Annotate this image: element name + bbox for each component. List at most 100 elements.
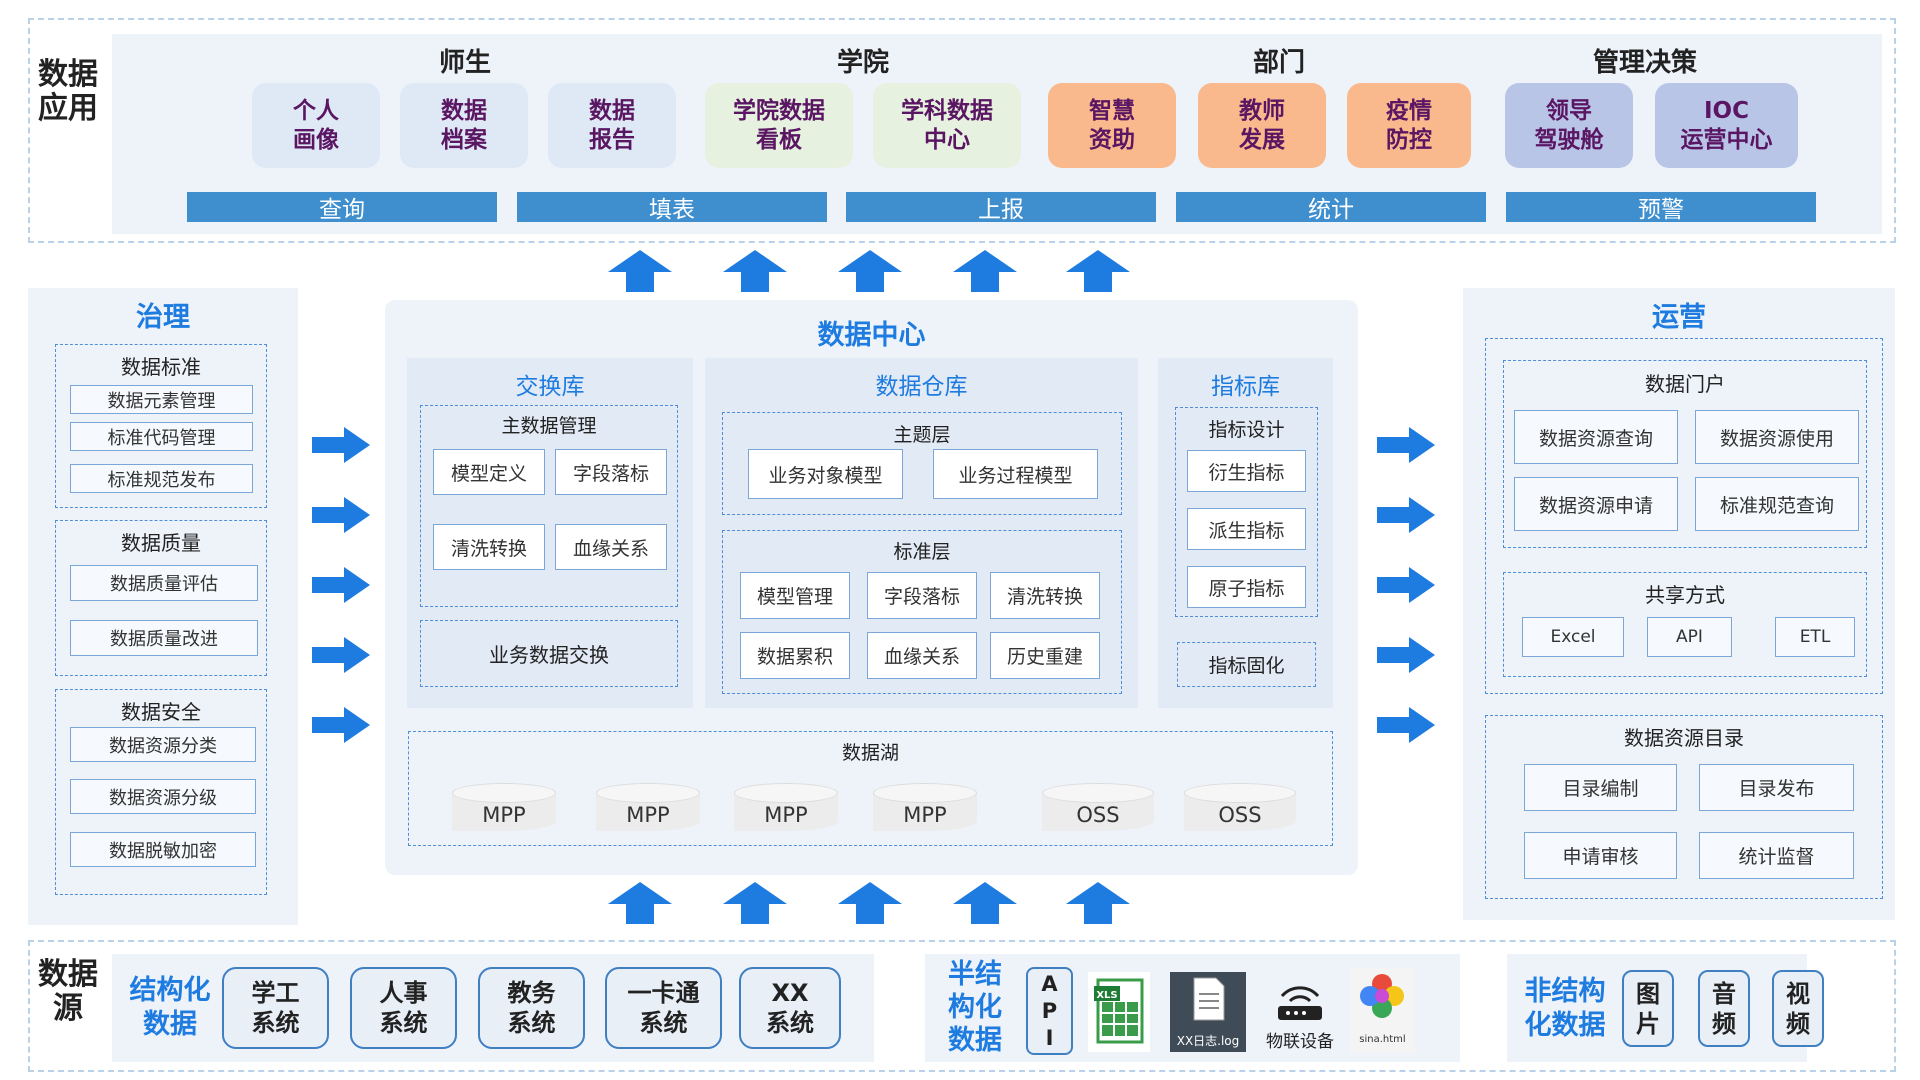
- source-system-card[interactable]: 教务 系统: [478, 967, 585, 1049]
- warehouse-item[interactable]: 数据累积: [740, 632, 850, 679]
- share-item[interactable]: API: [1647, 617, 1732, 657]
- right-arrow-icon: [312, 567, 370, 603]
- right-arrow-icon: [312, 497, 370, 533]
- governance-security-title: 数据安全: [121, 700, 201, 724]
- metric-item[interactable]: 原子指标: [1187, 566, 1306, 608]
- metric-design-box: [1175, 407, 1318, 617]
- mpp-store: MPP: [734, 783, 838, 831]
- governance-item[interactable]: 数据元素管理: [70, 385, 253, 414]
- mpp-store: MPP: [596, 783, 700, 831]
- business-data-exchange[interactable]: 业务数据交换: [420, 620, 678, 687]
- governance-standard-title: 数据标准: [121, 355, 201, 379]
- data-lake-box: [408, 731, 1333, 846]
- right-arrow-icon: [1377, 707, 1435, 743]
- app-card-epidemic-control[interactable]: 疫情 防控: [1347, 83, 1471, 168]
- governance-quality-box: [55, 520, 267, 676]
- bar-fill-form[interactable]: 填表: [517, 192, 827, 223]
- exchange-item[interactable]: 血缘关系: [555, 524, 667, 570]
- app-card-personal-portrait[interactable]: 个人 画像: [252, 83, 380, 168]
- right-arrow-icon: [1377, 427, 1435, 463]
- app-card-college-dashboard[interactable]: 学院数据 看板: [705, 83, 853, 168]
- catalog-item[interactable]: 目录编制: [1524, 764, 1677, 811]
- exchange-item[interactable]: 模型定义: [433, 449, 545, 495]
- exchange-title: 交换库: [515, 374, 585, 400]
- group-title-management: 管理决策: [1592, 48, 1697, 78]
- governance-standard-box: [55, 344, 267, 508]
- semi-structured-title: 半结 构化 数据: [948, 959, 1002, 1056]
- warehouse-item[interactable]: 历史重建: [990, 632, 1100, 679]
- source-system-card[interactable]: XX 系统: [739, 967, 841, 1049]
- api-source-card[interactable]: A P I: [1026, 967, 1073, 1055]
- app-card-data-report[interactable]: 数据 报告: [548, 83, 676, 168]
- data-source-title: 数据 源: [38, 957, 98, 1026]
- operation-panel: [1463, 288, 1895, 920]
- app-card-smart-aid[interactable]: 智慧 资助: [1048, 83, 1176, 168]
- data-application-title: 数据 应用: [38, 57, 98, 126]
- metric-item[interactable]: 派生指标: [1187, 508, 1306, 550]
- bar-query[interactable]: 查询: [187, 192, 497, 223]
- media-source-card[interactable]: 视 频: [1772, 970, 1824, 1047]
- app-card-ioc-center[interactable]: IOC 运营中心: [1655, 83, 1798, 168]
- portal-item[interactable]: 数据资源申请: [1514, 477, 1678, 531]
- warehouse-item[interactable]: 字段落标: [867, 572, 977, 619]
- app-card-teacher-development[interactable]: 教师 发展: [1198, 83, 1326, 168]
- governance-item[interactable]: 数据资源分级: [70, 779, 256, 814]
- app-card-leader-cockpit[interactable]: 领导 驾驶舱: [1505, 83, 1633, 168]
- excel-tag-text: XLS: [1096, 990, 1117, 1001]
- mpp-store: MPP: [452, 783, 556, 831]
- log-file-icon: XX日志.log: [1170, 972, 1246, 1052]
- warehouse-item[interactable]: 清洗转换: [990, 572, 1100, 619]
- governance-item[interactable]: 数据质量评估: [70, 565, 258, 601]
- bar-statistics[interactable]: 统计: [1176, 192, 1486, 223]
- governance-item[interactable]: 数据脱敏加密: [70, 832, 256, 867]
- right-arrows-left: [312, 427, 370, 743]
- bar-report[interactable]: 上报: [846, 192, 1156, 223]
- up-arrow-icon: [838, 250, 902, 292]
- exchange-item[interactable]: 字段落标: [555, 449, 667, 495]
- governance-item[interactable]: 数据资源分类: [70, 727, 256, 762]
- app-card-data-archive[interactable]: 数据 档案: [400, 83, 528, 168]
- exchange-item[interactable]: 清洗转换: [433, 524, 545, 570]
- master-data-title: 主数据管理: [501, 415, 597, 437]
- subject-layer-box: [722, 412, 1122, 515]
- up-arrow-icon: [723, 882, 787, 924]
- warehouse-item[interactable]: 业务过程模型: [933, 449, 1098, 499]
- share-item[interactable]: Excel: [1522, 617, 1624, 657]
- standard-layer-title: 标准层: [893, 541, 951, 563]
- portal-item[interactable]: 数据资源使用: [1695, 410, 1859, 464]
- catalog-item[interactable]: 目录发布: [1699, 764, 1854, 811]
- data-center-title: 数据中心: [817, 320, 926, 351]
- portal-item[interactable]: 标准规范查询: [1695, 477, 1859, 531]
- catalog-item[interactable]: 申请审核: [1524, 832, 1677, 879]
- metrics-title: 指标库: [1211, 374, 1280, 400]
- media-source-card[interactable]: 音 频: [1698, 970, 1750, 1047]
- governance-item[interactable]: 标准规范发布: [70, 464, 253, 493]
- warehouse-item[interactable]: 模型管理: [740, 572, 850, 619]
- governance-quality-title: 数据质量: [121, 531, 201, 555]
- iot-device-label: 物联设备: [1266, 1032, 1334, 1052]
- resource-catalog-title: 数据资源目录: [1624, 726, 1744, 750]
- warehouse-item[interactable]: 血缘关系: [867, 632, 977, 679]
- source-system-card[interactable]: 人事 系统: [350, 967, 457, 1049]
- governance-item[interactable]: 数据质量改进: [70, 620, 258, 656]
- governance-item[interactable]: 标准代码管理: [70, 422, 253, 451]
- bar-warning[interactable]: 预警: [1506, 192, 1816, 223]
- media-source-card[interactable]: 图 片: [1622, 970, 1674, 1047]
- source-system-card[interactable]: 一卡通 系统: [605, 967, 722, 1049]
- data-portal-title: 数据门户: [1645, 372, 1725, 396]
- portal-item[interactable]: 数据资源查询: [1514, 410, 1678, 464]
- share-item[interactable]: ETL: [1775, 617, 1855, 657]
- metric-solidify[interactable]: 指标固化: [1177, 642, 1316, 687]
- catalog-item[interactable]: 统计监督: [1699, 832, 1854, 879]
- structured-title: 结构化 数据: [129, 975, 211, 1040]
- warehouse-item[interactable]: 业务对象模型: [748, 449, 903, 499]
- source-system-card[interactable]: 学工 系统: [222, 967, 329, 1049]
- data-lake-title: 数据湖: [841, 742, 899, 764]
- metric-item[interactable]: 衍生指标: [1187, 450, 1306, 492]
- operation-outer-box: [1485, 338, 1883, 694]
- router-icon: [1260, 972, 1340, 1028]
- group-title-students: 师生: [438, 48, 491, 78]
- subject-layer-title: 主题层: [893, 424, 951, 446]
- app-card-discipline-center[interactable]: 学科数据 中心: [873, 83, 1021, 168]
- data-application-section: [28, 18, 1896, 243]
